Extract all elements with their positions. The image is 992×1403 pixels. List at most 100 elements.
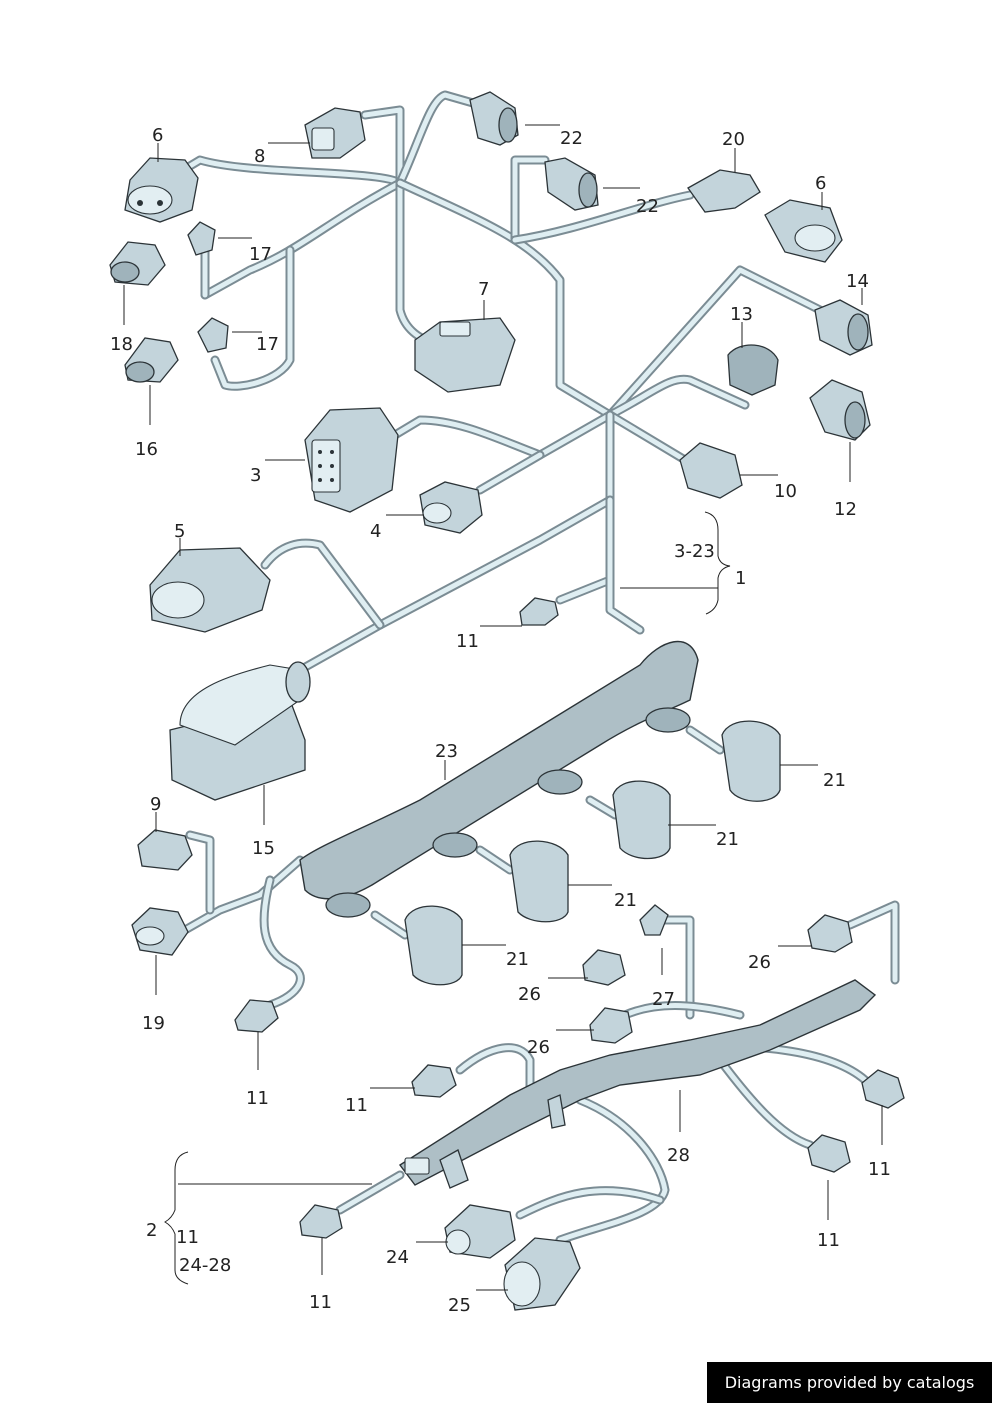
connector-27 <box>639 904 669 936</box>
connector-11-top <box>519 597 559 626</box>
connector-21-a <box>721 720 781 802</box>
wire-segment-highlight <box>172 157 403 186</box>
wire-segment-highlight <box>477 452 543 493</box>
callout-15: 15 <box>252 838 275 859</box>
callout-26-lower: 26 <box>527 1037 550 1058</box>
wire-segment <box>185 830 215 915</box>
connector-8 <box>304 107 366 159</box>
callout-14: 14 <box>846 271 869 292</box>
callout-22-top: 22 <box>560 128 583 149</box>
leader-lines <box>123 124 883 1291</box>
connector-6-left <box>124 157 199 223</box>
connector-11-lower-right-b <box>807 1134 851 1173</box>
callout-8: 8 <box>254 146 265 167</box>
connector-21-c <box>509 840 569 923</box>
callout-26-mid: 26 <box>518 984 541 1005</box>
callout-24-28: 24-28 <box>179 1255 231 1276</box>
connector-3 <box>304 407 399 513</box>
callout-23: 23 <box>435 741 458 762</box>
callout-11-lower-a: 11 <box>345 1095 368 1116</box>
wire-segment-highlight <box>587 797 618 818</box>
wire-segment-highlight <box>687 727 723 753</box>
connector-4 <box>419 481 483 534</box>
lower-harness-wires <box>335 900 900 1245</box>
wire-segment-highlight <box>607 267 823 418</box>
callout-21-c: 21 <box>614 890 637 911</box>
connector-6-right <box>764 199 843 263</box>
connector-22-top <box>469 91 519 146</box>
component-23-rail <box>299 640 699 918</box>
callout-1: 1 <box>735 568 746 589</box>
wire-segment <box>395 90 485 188</box>
wire-segment-highlight <box>297 412 613 673</box>
wire-segment <box>510 155 550 245</box>
connector-11-lower-left <box>299 1204 343 1239</box>
callout-27: 27 <box>652 989 675 1010</box>
connector-17-lower <box>197 317 229 353</box>
wire-segment-highlight <box>182 857 303 933</box>
wire-segment-highlight <box>397 92 483 186</box>
callout-11-lower-right-b: 11 <box>817 1230 840 1251</box>
callout-13: 13 <box>730 304 753 325</box>
wire-segment-highlight <box>261 877 303 1008</box>
callout-11-bracket: 11 <box>176 1227 199 1248</box>
wire-segment-highlight <box>392 412 613 458</box>
callout-21-d: 21 <box>506 949 529 970</box>
connector-25 <box>503 1237 581 1311</box>
wire-segment-highlight <box>477 847 513 873</box>
watermark-banner: Diagrams provided by catalogs parts <box>707 1362 992 1403</box>
callout-21-a: 21 <box>823 770 846 791</box>
wire-segment-highlight <box>607 376 748 418</box>
connector-26-upper <box>807 914 853 953</box>
connector-21-b <box>612 780 671 860</box>
wire-segment-highlight <box>397 180 443 348</box>
wire-segment-highlight <box>607 497 643 633</box>
wire-segment <box>260 538 385 630</box>
callout-28: 28 <box>667 1145 690 1166</box>
connector-10 <box>679 442 743 499</box>
wire-segment-highlight <box>607 412 688 463</box>
connector-14 <box>814 299 873 356</box>
callout-16: 16 <box>135 439 158 460</box>
connector-12 <box>809 379 871 441</box>
connector-17-upper <box>187 221 216 256</box>
connector-24 <box>444 1204 516 1259</box>
callout-10: 10 <box>774 481 797 502</box>
callout-6-left: 6 <box>152 125 163 146</box>
connector-19 <box>131 907 189 956</box>
callout-17-upper: 17 <box>249 244 272 265</box>
wire-segment-highlight <box>362 107 403 186</box>
callout-24: 24 <box>386 1247 409 1268</box>
callout-5: 5 <box>174 521 185 542</box>
connector-22-mid <box>544 157 599 211</box>
wire-segment-highlight <box>202 180 403 298</box>
wire-segment-highlight <box>512 192 693 243</box>
connector-13 <box>727 344 779 396</box>
wire-segment-highlight <box>262 540 383 628</box>
callout-11-lower-right-a: 11 <box>868 1159 891 1180</box>
wire-segment-highlight <box>397 180 613 418</box>
wire-segment-highlight <box>212 247 293 389</box>
connector-9 <box>137 829 193 871</box>
callout-17-lower: 17 <box>256 334 279 355</box>
wire-segment-highlight <box>372 912 408 938</box>
component-28-bracket <box>398 979 877 1189</box>
callout-12: 12 <box>834 499 857 520</box>
callout-11-top: 11 <box>456 631 479 652</box>
callout-11-lower-left: 11 <box>309 1292 332 1313</box>
connector-20 <box>687 169 761 213</box>
component-15 <box>169 661 311 801</box>
callout-19: 19 <box>142 1013 165 1034</box>
connector-11-lower-right-a <box>861 1069 905 1109</box>
wire-segment-highlight <box>187 832 213 913</box>
upper-harness-wires <box>170 90 825 1010</box>
wire-segment-highlight <box>512 157 548 243</box>
callout-labels: 6 8 22 22 20 6 17 18 17 16 7 14 13 12 10… <box>110 125 891 1316</box>
callout-25: 25 <box>448 1295 471 1316</box>
callout-21-b: 21 <box>716 829 739 850</box>
callout-6-right: 6 <box>815 173 826 194</box>
callout-7: 7 <box>478 279 489 300</box>
callout-2: 2 <box>146 1220 157 1241</box>
connector-26-mid <box>582 949 626 986</box>
